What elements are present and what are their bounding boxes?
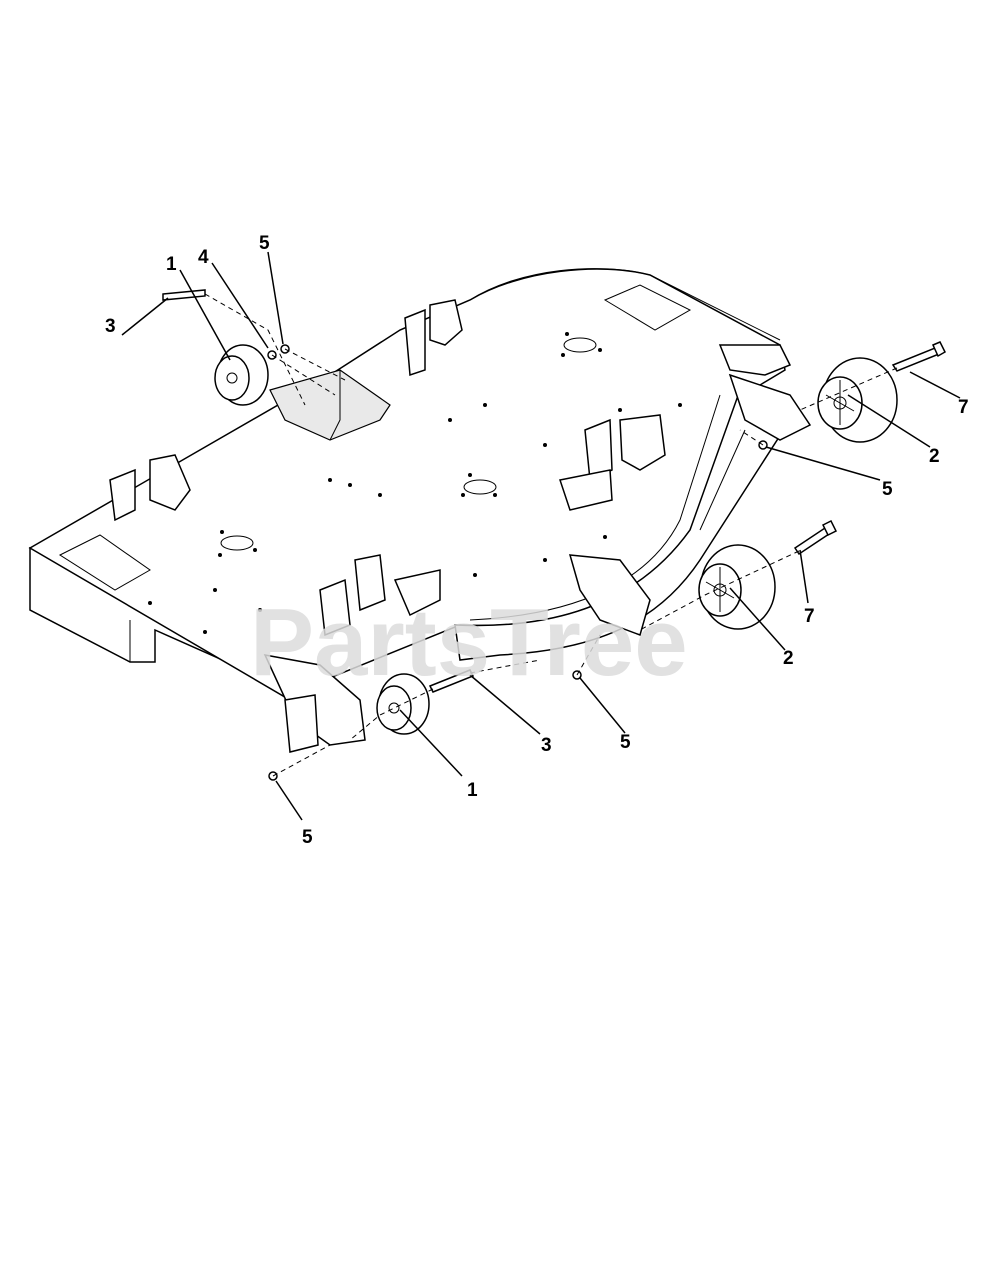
axle-bolt-rear-right: [891, 341, 946, 372]
callout-4: 4: [198, 247, 209, 268]
watermark: PartsTree: [250, 589, 688, 696]
mower-deck: [28, 268, 812, 753]
callout-1: 1: [467, 780, 478, 801]
callout-2: 2: [929, 446, 940, 467]
axle-bolt-middle-right: [793, 519, 838, 556]
callout-2: 2: [783, 648, 794, 669]
callout-7: 7: [958, 397, 969, 418]
callout-3: 3: [105, 316, 116, 337]
callout-1: 1: [166, 254, 177, 275]
deck-wheel-middle-right: [698, 544, 776, 630]
callout-7: 7: [804, 606, 815, 627]
assembly-lines: [204, 293, 898, 777]
pin-rear-left: [162, 289, 206, 301]
callout-5: 5: [302, 827, 313, 848]
callout-3: 3: [541, 735, 552, 756]
deck-wheel-front-left: [376, 673, 430, 735]
deck-wheel-rear-left: [214, 344, 269, 406]
leader-lines: [121, 251, 961, 821]
callout-5: 5: [882, 479, 893, 500]
callout-5: 5: [620, 732, 631, 753]
callout-5: 5: [259, 233, 270, 254]
callout-labels: 1 4 5 3 7 2 5 7 2 3 5 1 5: [105, 233, 969, 848]
deck-wheel-rear-right: [817, 357, 898, 443]
